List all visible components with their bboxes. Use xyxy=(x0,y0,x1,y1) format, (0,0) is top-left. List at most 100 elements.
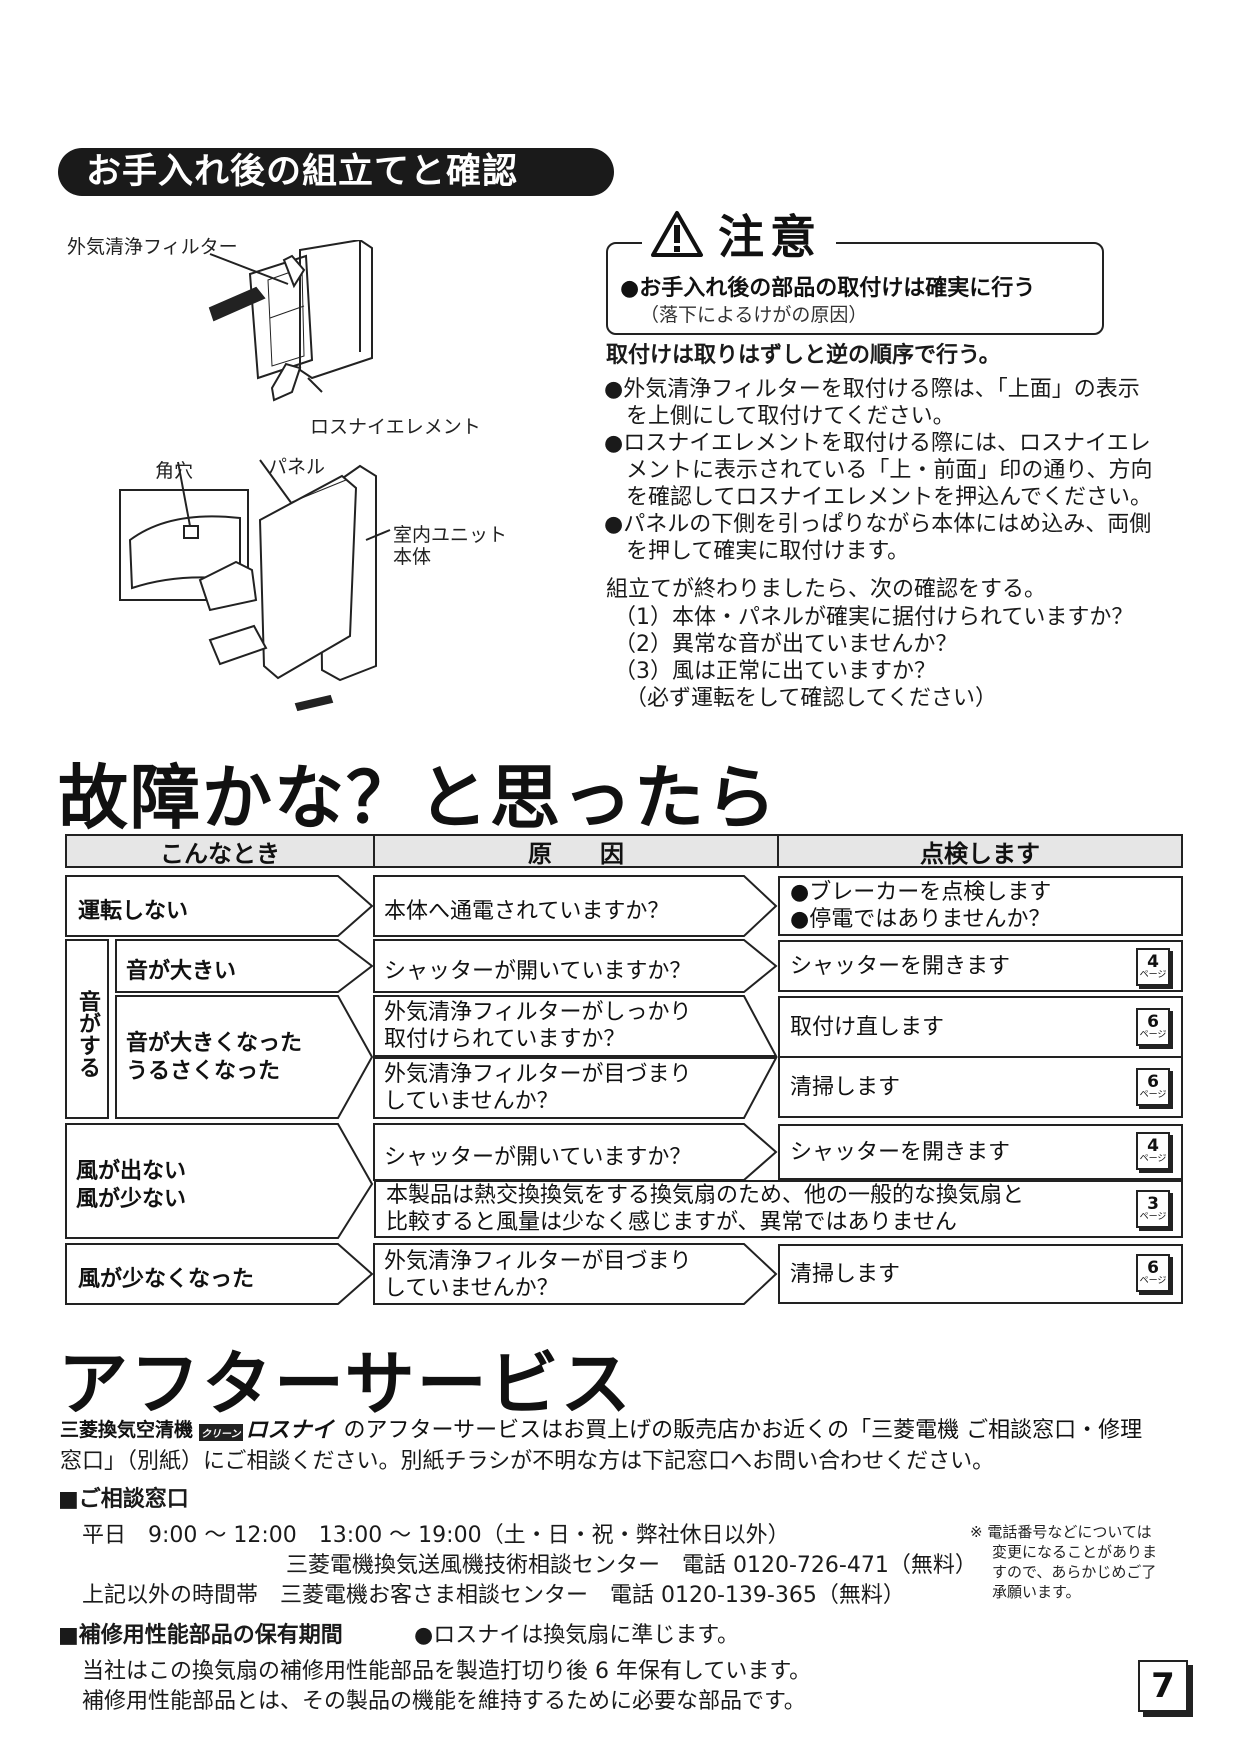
page-ref-number: 3 xyxy=(1147,1194,1159,1214)
caution-box xyxy=(606,242,1104,335)
caution-line: ●お手入れ後の部品の取付けは確実に行う xyxy=(620,276,1036,301)
page-ref-word: ページ xyxy=(1139,1154,1167,1164)
check-clean: 清掃します xyxy=(778,1244,1183,1304)
check-item: （1）本体・パネルが確実に据付けられていますか？ xyxy=(614,605,1134,630)
page-ref-number: 4 xyxy=(1147,952,1159,972)
airflow-note: 本製品は熱交換換気をする換気扇のため、他の一般的な換気扇と 比較すると風量は少な… xyxy=(374,1180,1183,1238)
caution-heading: 注意 xyxy=(642,202,836,266)
check-power: ●ブレーカーを点検します ●停電ではありませんか？ xyxy=(778,876,1183,936)
brand-prefix: 三菱換気空清機 xyxy=(60,1418,194,1441)
page-ref-number: 6 xyxy=(1147,1258,1159,1278)
check-reattach: 取付け直します xyxy=(778,996,1183,1058)
intro-text-2: 窓口」（別紙）にご相談ください。別紙チラシが不明な方は下記窓口へお問い合わせくだ… xyxy=(60,1449,995,1474)
symptom-line: うるさくなった xyxy=(126,1059,281,1084)
parts-note: ●ロスナイは換気扇に準じます。 xyxy=(414,1623,739,1648)
check-text: 取付け直します xyxy=(790,1014,945,1040)
label-indoor-unit: 室内ユニット xyxy=(393,524,508,546)
cause-line: 外気清浄フィルターが目づまり xyxy=(384,1249,692,1274)
page-ref-word: ページ xyxy=(1139,970,1167,980)
page-ref-number: 4 xyxy=(1147,1136,1159,1156)
parts-retention: 当社はこの換気扇の補修用性能部品を製造打切り後 6 年保有しています。 xyxy=(82,1659,812,1684)
symptom-line: 風が出ない xyxy=(76,1159,187,1184)
symptom-no-operation: 運転しない xyxy=(78,899,189,924)
logo-text: ロスナイ xyxy=(245,1418,334,1443)
cause-line: 外気清浄フィルターがしっかり xyxy=(384,1000,692,1025)
symptom-less-airflow: 風が少なくなった xyxy=(78,1267,255,1292)
label-panel: パネル xyxy=(268,456,326,478)
note-line: 本製品は熱交換換気をする換気扇のため、他の一般的な換気扇と xyxy=(386,1183,1025,1208)
page-ref-number: 6 xyxy=(1147,1072,1159,1092)
consult-customer-center: 上記以外の時間帯 三菱電機お客さま相談センター 電話 0120-139-365（… xyxy=(82,1583,905,1608)
consult-hours: 平日 9:00 ～ 12:00 13:00 ～ 19:00（土・日・祝・弊社休日… xyxy=(82,1523,790,1548)
check-line: ●ブレーカーを点検します xyxy=(790,880,1052,905)
symptom-line: 風が少ない xyxy=(76,1187,187,1212)
note-line: 承願います。 xyxy=(992,1583,1081,1601)
check-item: （必ず運転をして確認してください） xyxy=(614,686,998,711)
check-line: ●停電ではありませんか？ xyxy=(790,907,1051,932)
instruction-line: を上側にして取付けてください。 xyxy=(604,404,955,429)
instructions-list: ●外気清浄フィルターを取付ける際は、「上面」の表示 を上側にして取付けてください… xyxy=(604,376,1152,565)
cause-line: していませんか？ xyxy=(384,1089,559,1114)
page-number: 7 xyxy=(1138,1660,1188,1712)
page-ref-word: ページ xyxy=(1139,1276,1167,1286)
column-header-cause: 原 因 xyxy=(373,834,779,868)
symptom-louder: 音が大きくなった うるさくなった xyxy=(126,1030,302,1086)
phone-note: ※ 電話番号などについては 変更になることがありま すので、あらかじめご了 承願… xyxy=(970,1522,1157,1602)
table-arrows xyxy=(65,875,778,1305)
troubleshooting-title: 故障かな？と思ったら xyxy=(58,757,778,839)
cause-line: 取付けられていますか？ xyxy=(384,1027,626,1052)
check-open-shutter: シャッターを開きます xyxy=(778,1124,1183,1180)
check-list: （1）本体・パネルが確実に据付けられていますか？ （2）異常な音が出ていませんか… xyxy=(614,604,1133,712)
instruction-line: ●パネルの下側を引っぱりながら本体にはめ込み、両側 xyxy=(604,512,1152,537)
check-item: （2）異常な音が出ていませんか？ xyxy=(614,632,958,657)
symptom-line: 音が大きくなった xyxy=(126,1031,303,1056)
caution-title: 注意 xyxy=(718,210,822,264)
symptom-no-airflow: 風が出ない 風が少ない xyxy=(76,1158,186,1214)
lossnay-logo: クリーン ロスナイ xyxy=(199,1412,334,1444)
cause-shutter: シャッターが開いていますか？ xyxy=(384,959,692,984)
instruction-line: メントに表示されている「上・前面」印の通り、方向 xyxy=(604,458,1153,483)
page-ref-word: ページ xyxy=(1139,1030,1167,1040)
cause-filter-clogged: 外気清浄フィルターが目づまり していませんか？ xyxy=(384,1248,692,1302)
label-square-hole: 角穴 xyxy=(155,460,194,482)
column-header-check: 点検します xyxy=(777,834,1183,868)
check-text: シャッターを開きます xyxy=(790,953,1011,979)
page-ref-word: ページ xyxy=(1139,1090,1167,1100)
instructions-heading: 取付けは取りはずしと逆の順序で行う。 xyxy=(606,343,1001,368)
assembly-illustration xyxy=(119,240,391,712)
logo-clean: クリーン xyxy=(199,1424,243,1441)
check-text: シャッターを開きます xyxy=(790,1139,1011,1165)
cause-power: 本体へ通電されていますか？ xyxy=(384,899,670,924)
cause-filter-clogged: 外気清浄フィルターが目づまり していませんか？ xyxy=(384,1061,692,1115)
check-item: （3）風は正常に出ていますか？ xyxy=(614,659,936,684)
group-noise-label: 音がする xyxy=(75,990,100,1078)
instruction-line: ●外気清浄フィルターを取付ける際は、「上面」の表示 xyxy=(604,377,1140,402)
instruction-line: ●ロスナイエレメントを取付ける際には、ロスナイエレ xyxy=(604,431,1151,456)
cause-line: していませんか？ xyxy=(384,1276,559,1301)
check-intro: 組立てが終わりましたら、次の確認をする。 xyxy=(606,577,1047,602)
instruction-line: を押して確実に取付けます。 xyxy=(604,539,910,564)
cause-shutter: シャッターが開いていますか？ xyxy=(384,1145,692,1170)
consult-heading: ■ご相談窓口 xyxy=(58,1487,189,1512)
warning-icon xyxy=(651,211,703,257)
consult-tech-center: 三菱電機換気送風機技術相談センター 電話 0120-726-471（無料） xyxy=(286,1553,977,1578)
after-service-intro: 三菱換気空清機 クリーン ロスナイ のアフターサービスはお買上げの販売店かお近く… xyxy=(60,1412,1142,1444)
page-ref-word: ページ xyxy=(1139,1212,1167,1222)
note-line: 変更になることがありま xyxy=(992,1543,1158,1561)
check-text: 清掃します xyxy=(790,1074,901,1100)
note-line: すので、あらかじめご了 xyxy=(992,1563,1157,1581)
label-main-body: 本体 xyxy=(393,546,432,568)
intro-text: のアフターサービスはお買上げの販売店かお近くの「三菱電機 ご相談窓口・修理 xyxy=(343,1418,1143,1443)
symptom-loud: 音が大きい xyxy=(126,959,237,984)
caution-reason: （落下によるけがの原因） xyxy=(640,304,868,326)
after-service-title: アフターサービス xyxy=(58,1343,633,1425)
check-clean: 清掃します xyxy=(778,1056,1183,1118)
column-header-when: こんなとき xyxy=(65,834,375,868)
label-lossnay-element: ロスナイエレメント xyxy=(310,416,481,438)
